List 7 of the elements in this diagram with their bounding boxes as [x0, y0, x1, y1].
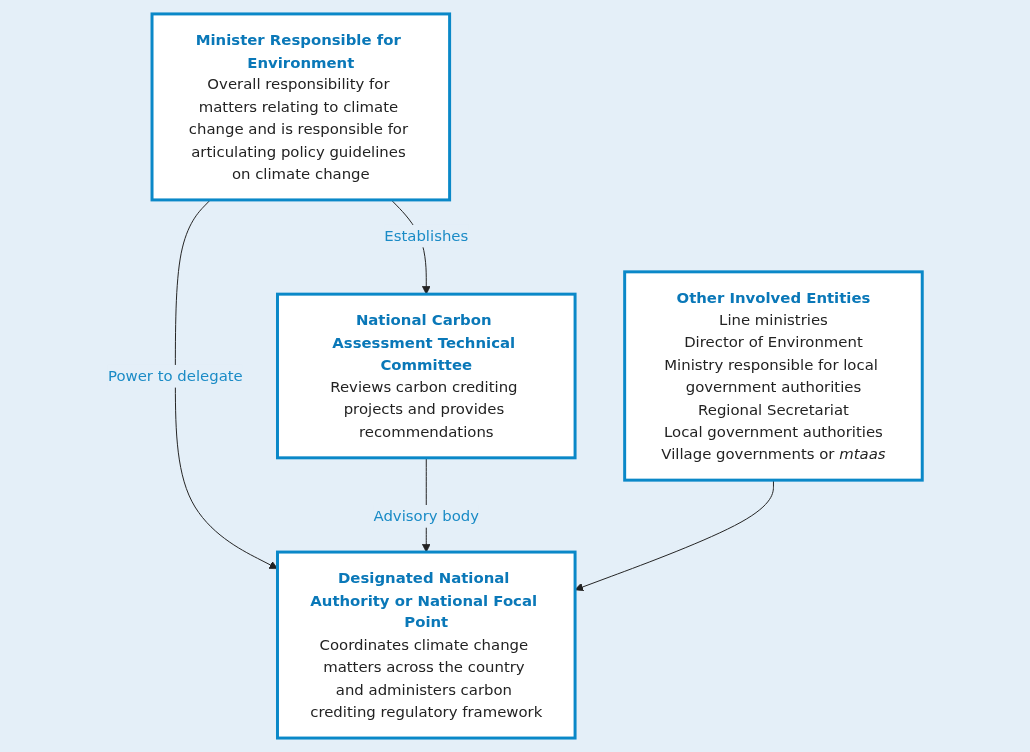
edge-label: Advisory body	[373, 506, 479, 525]
node-box: Other Involved Entities Line ministries Director of Environment Ministry responsible for local government authorities Regional Secretariat Local government authorities Village governments or mtaas	[623, 270, 924, 482]
node-box: Designated National Authority or National Focal Point Coordinates climate change matters across the country and administers carbon crediting regulatory framework	[275, 550, 577, 740]
edge-label: Establishes	[384, 226, 469, 245]
edge-label: Power to delegate	[107, 366, 243, 385]
node-box: Minister Responsible for Environment Overall responsibility for matters relating to climate change and is responsible for articulating policy guidelines on climate change	[150, 12, 451, 202]
node-box: National Carbon Assessment Technical Committee Reviews carbon crediting projects and provides recommendations	[275, 292, 577, 460]
